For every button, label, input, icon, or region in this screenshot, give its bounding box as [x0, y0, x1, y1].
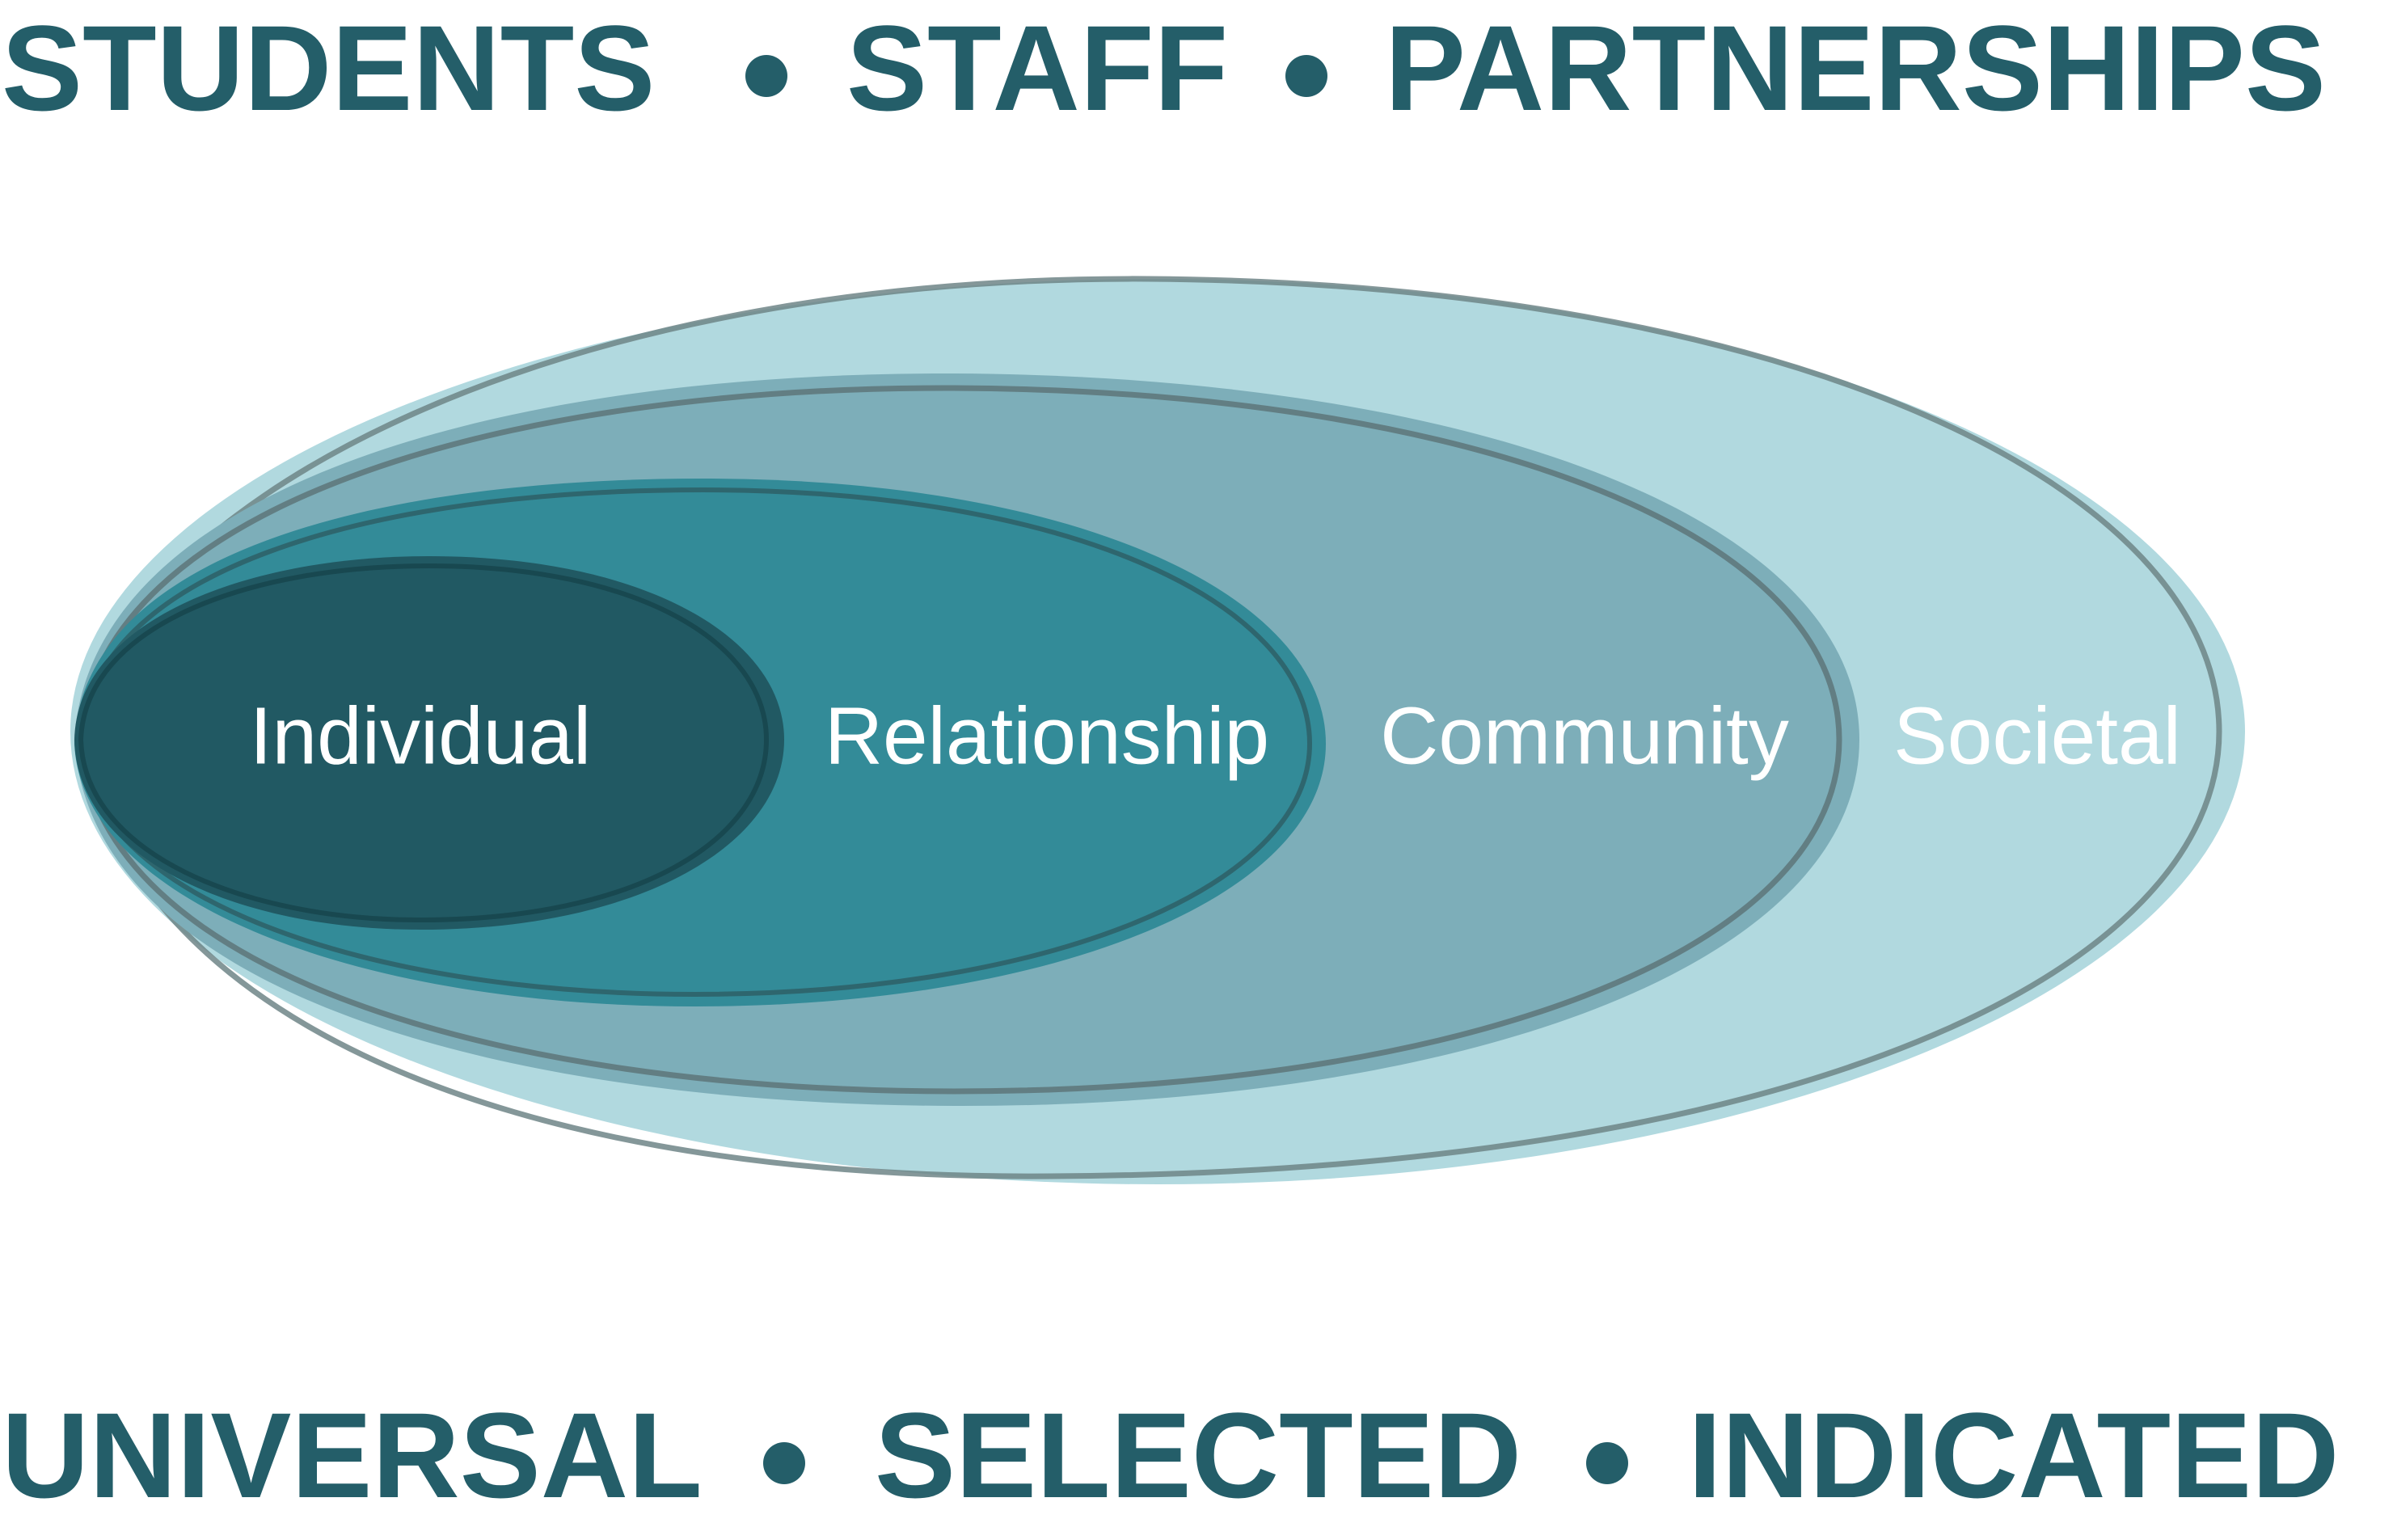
- ring-societal-outline: [78, 276, 2222, 1179]
- ring-individual-outline: [78, 563, 770, 923]
- banner-staff: STAFF: [846, 0, 1229, 136]
- bottom-banner: UNIVERSAL SELECTED INDICATED: [0, 1390, 2397, 1520]
- separator-dot: [1586, 1442, 1628, 1484]
- banner-universal: UNIVERSAL: [2, 1387, 703, 1523]
- separator-dot: [1285, 55, 1327, 97]
- label-individual: Individual: [250, 690, 592, 781]
- ring-individual: [74, 556, 784, 930]
- label-relationship: Relationship: [825, 690, 1269, 781]
- banner-students: STUDENTS: [2, 0, 656, 136]
- banner-selected: SELECTED: [875, 1387, 1522, 1523]
- separator-dot: [763, 1442, 805, 1484]
- top-banner: STUDENTS STAFF PARTNERSHIPS: [0, 3, 2397, 133]
- banner-partnerships: PARTNERSHIPS: [1385, 0, 2327, 136]
- ring-individual-fill: [74, 556, 784, 930]
- label-societal: Societal: [1893, 690, 2181, 781]
- label-community: Community: [1380, 690, 1789, 781]
- banner-indicated: INDICATED: [1688, 1387, 2340, 1523]
- separator-dot: [745, 55, 787, 97]
- ring-relationship-outline: [78, 487, 1313, 998]
- ring-community-outline: [78, 385, 1842, 1095]
